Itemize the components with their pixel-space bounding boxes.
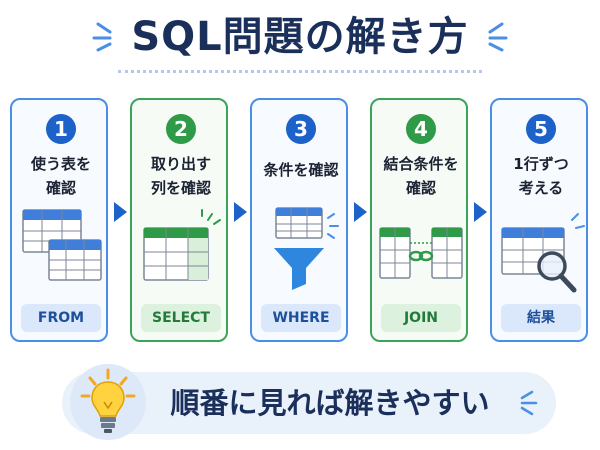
arrow-right-icon bbox=[234, 202, 247, 222]
sparkle-icon bbox=[488, 22, 508, 52]
sparkle-icon bbox=[92, 22, 112, 52]
arrow-right-icon bbox=[354, 202, 367, 222]
page-title: SQL問題の解き方 bbox=[131, 14, 469, 60]
step-card-join: 4 結合条件を確認 JOIN bbox=[370, 98, 468, 342]
lightbulb-icon bbox=[80, 368, 136, 433]
step-card-where: 3 条件を確認 WHERE bbox=[250, 98, 348, 342]
step-label: 条件を確認 bbox=[263, 161, 339, 179]
step-number: 4 bbox=[406, 114, 436, 144]
step-number: 5 bbox=[526, 114, 556, 144]
filter-funnel-icon bbox=[274, 207, 339, 290]
step-card-select: 2 取り出す列を確認 SELECT bbox=[130, 98, 228, 342]
table-icon bbox=[22, 209, 102, 281]
step-tag-from: FROM bbox=[21, 304, 101, 332]
sparkle-icon bbox=[520, 390, 538, 416]
step-card-from: 1 使う表を確認 FROM bbox=[10, 98, 108, 342]
step-number: 1 bbox=[46, 114, 76, 144]
step-card-result: 5 1行ずつ考える 結果 bbox=[490, 98, 588, 342]
step-label: 使う表を確認 bbox=[30, 155, 91, 197]
step-label: 1行ずつ考える bbox=[513, 155, 569, 197]
footer-message: 順番に見れば解きやすい bbox=[170, 386, 490, 420]
link-icon bbox=[379, 227, 463, 279]
magnifier-icon bbox=[501, 213, 585, 293]
title-divider bbox=[118, 70, 482, 73]
step-label: 結合条件を確認 bbox=[383, 155, 459, 197]
arrow-right-icon bbox=[474, 202, 487, 222]
step-tag-select: SELECT bbox=[141, 304, 221, 332]
step-tag-where: WHERE bbox=[261, 304, 341, 332]
step-tag-join: JOIN bbox=[381, 304, 461, 332]
step-label: 取り出す列を確認 bbox=[150, 155, 211, 197]
table-icon bbox=[143, 209, 221, 281]
arrow-right-icon bbox=[114, 202, 127, 222]
step-number: 3 bbox=[286, 114, 316, 144]
step-tag-result: 結果 bbox=[501, 304, 581, 332]
step-number: 2 bbox=[166, 114, 196, 144]
